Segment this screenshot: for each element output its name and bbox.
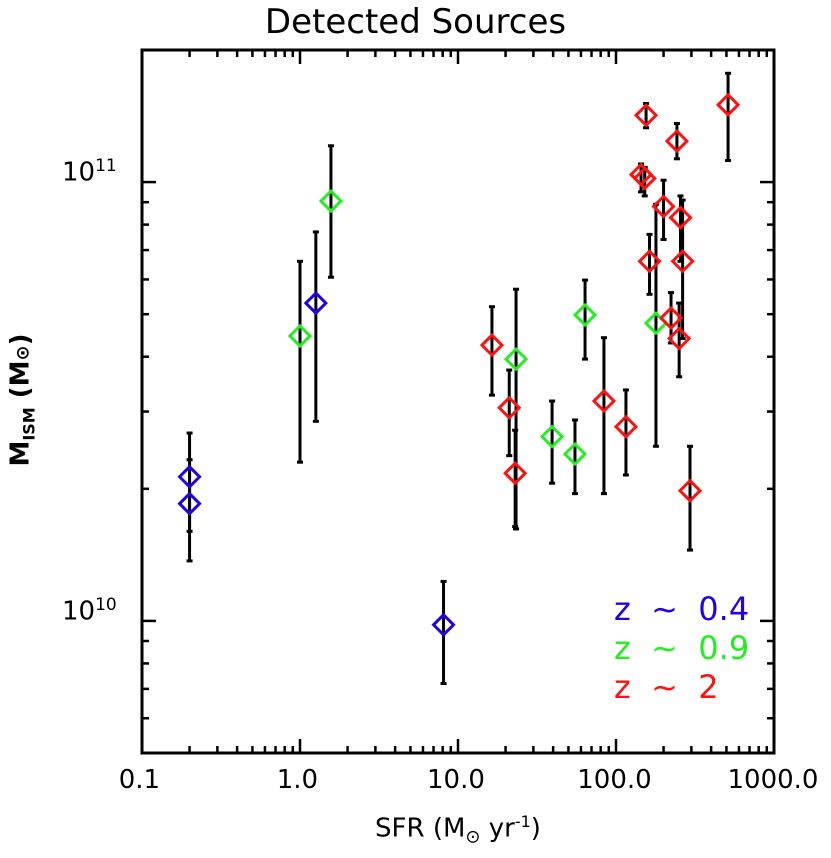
sun-symbol: ⊙	[465, 826, 481, 848]
x-tick-label: 1.0	[276, 765, 319, 795]
data-point-diamond	[479, 333, 505, 358]
data-point-diamond	[287, 323, 313, 349]
data-point-diamond	[562, 441, 588, 467]
data-point-diamond	[503, 461, 528, 486]
data-point-diamond	[715, 92, 741, 117]
data-point-diamond	[677, 478, 703, 503]
legend: z ~ 0.4 z ~ 0.9 z ~ 2	[614, 590, 749, 707]
data-point-diamond	[177, 464, 202, 489]
x-tick-label: 100.0	[577, 765, 652, 795]
data-point-diamond	[591, 388, 617, 414]
data-point-diamond	[651, 194, 676, 219]
data-point-diamond	[303, 290, 328, 316]
data-point-diamond	[633, 103, 659, 128]
y-tick-label: 1010	[62, 594, 117, 627]
data-point-diamond	[572, 302, 598, 328]
data-point-diamond	[497, 395, 522, 420]
data-point-diamond	[670, 249, 695, 274]
sun-symbol: ⊙	[12, 345, 34, 361]
chart-title: Detected Sources	[264, 2, 567, 42]
data-point-diamond	[632, 166, 657, 191]
legend-item-z04: z ~ 0.4	[614, 590, 750, 628]
y-axis-label: MISM (M⊙)	[5, 333, 39, 467]
data-point-diamond	[668, 205, 693, 230]
x-tick-label: 10.0	[427, 765, 485, 795]
data-point-diamond	[177, 491, 202, 516]
legend-item-z09: z ~ 0.9	[614, 629, 750, 667]
data-point-diamond	[318, 188, 344, 214]
x-tick-label: 0.1	[118, 765, 161, 795]
y-tick-label: 1011	[62, 156, 117, 188]
data-point-diamond	[613, 414, 639, 439]
data-point-diamond	[664, 128, 690, 154]
legend-item-z2: z ~ 2	[614, 668, 719, 706]
axes-frame	[140, 48, 776, 755]
data-markers	[177, 92, 741, 637]
data-point-diamond	[431, 612, 456, 637]
data-point-diamond	[503, 346, 529, 372]
data-point-diamond	[667, 326, 692, 351]
data-point-diamond	[539, 424, 565, 449]
data-point-diamond	[658, 305, 684, 331]
x-tick-label: 1000.0	[727, 765, 819, 795]
data-point-diamond	[637, 249, 662, 274]
x-axis-label: SFR (M⊙ yr-1)	[375, 812, 541, 848]
